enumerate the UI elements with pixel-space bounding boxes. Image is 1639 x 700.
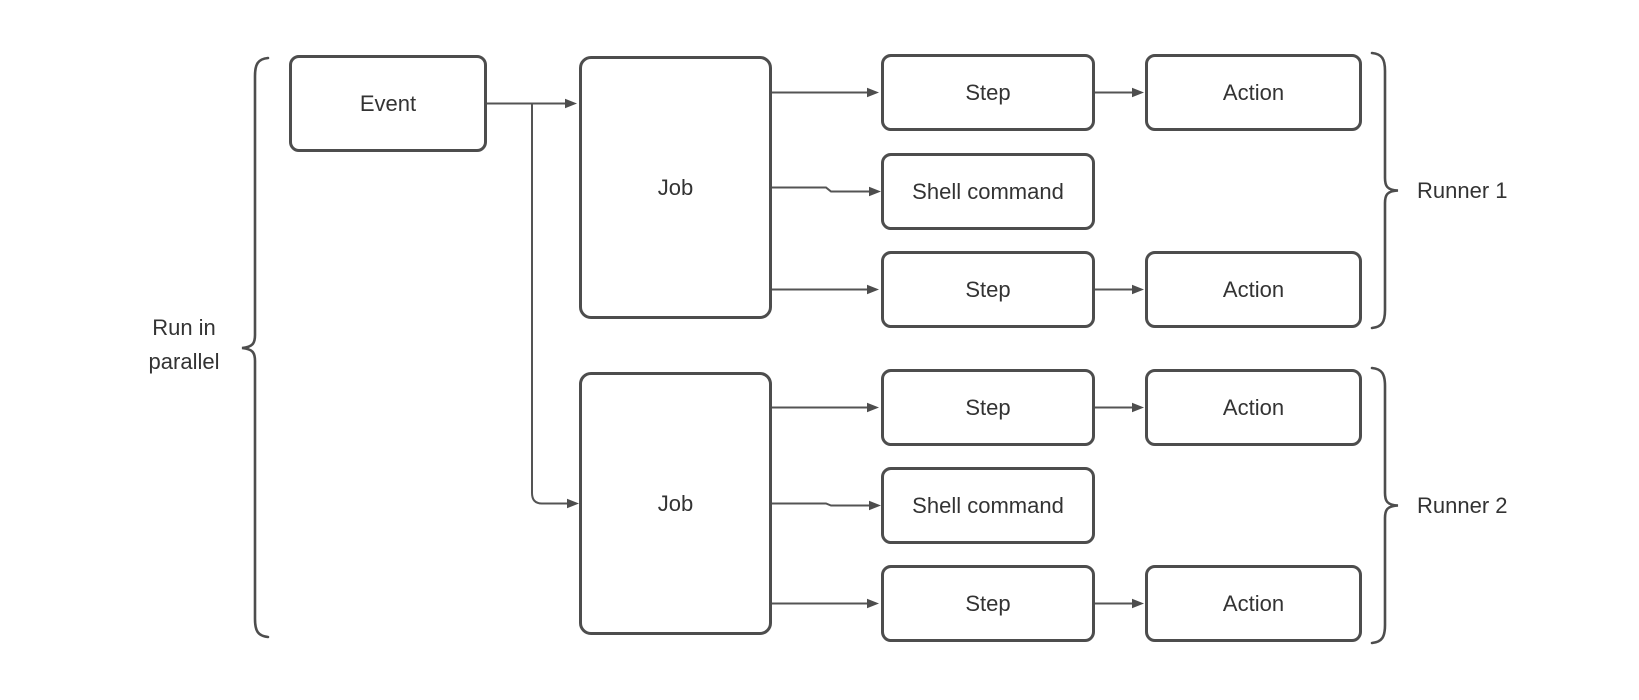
node-runner2-step-2: Step [881, 565, 1095, 642]
node-runner1-step-2: Step [881, 251, 1095, 328]
runner1-label: Runner 1 [1417, 178, 1508, 203]
run-in-parallel-label-line1: Run in [152, 315, 216, 340]
runner2-brace [1370, 366, 1399, 645]
node-job-1-label: Job [657, 174, 694, 200]
node-runner1-step-2-label: Step [965, 276, 1011, 302]
node-runner1-shell-command-label: Shell command [912, 178, 1064, 204]
runner2-label: Runner 2 [1417, 493, 1508, 518]
node-job-1: Job [579, 56, 772, 319]
node-runner1-action-1-label: Action [1222, 79, 1285, 105]
node-event: Event [289, 55, 487, 152]
node-runner2-action-1-label: Action [1222, 394, 1285, 420]
connector-event-to-job2 [531, 103, 579, 509]
node-runner1-action-2-label: Action [1222, 276, 1285, 302]
node-event-label: Event [359, 90, 417, 116]
node-job-2-label: Job [657, 490, 694, 516]
node-runner1-action-1: Action [1145, 54, 1362, 131]
run-in-parallel-label-line2: parallel [148, 349, 220, 374]
node-runner2-shell-command: Shell command [881, 467, 1095, 544]
node-runner2-shell-command-label: Shell command [912, 492, 1064, 518]
node-runner1-step-1: Step [881, 54, 1095, 131]
connector-job2-to-shell2 [772, 500, 881, 511]
run-in-parallel-brace [241, 56, 270, 639]
node-runner1-action-2: Action [1145, 251, 1362, 328]
runner1-brace [1370, 51, 1399, 330]
node-runner2-step-1: Step [881, 369, 1095, 446]
node-runner2-step-2-label: Step [965, 590, 1011, 616]
node-runner1-step-1-label: Step [965, 79, 1011, 105]
run-in-parallel-label: Run in parallel [104, 311, 264, 379]
connector-job1-to-shell1 [772, 186, 881, 197]
node-job-2: Job [579, 372, 772, 635]
node-runner2-step-1-label: Step [965, 394, 1011, 420]
node-runner2-action-2: Action [1145, 565, 1362, 642]
node-runner1-shell-command: Shell command [881, 153, 1095, 230]
node-runner2-action-2-label: Action [1222, 590, 1285, 616]
node-runner2-action-1: Action [1145, 369, 1362, 446]
